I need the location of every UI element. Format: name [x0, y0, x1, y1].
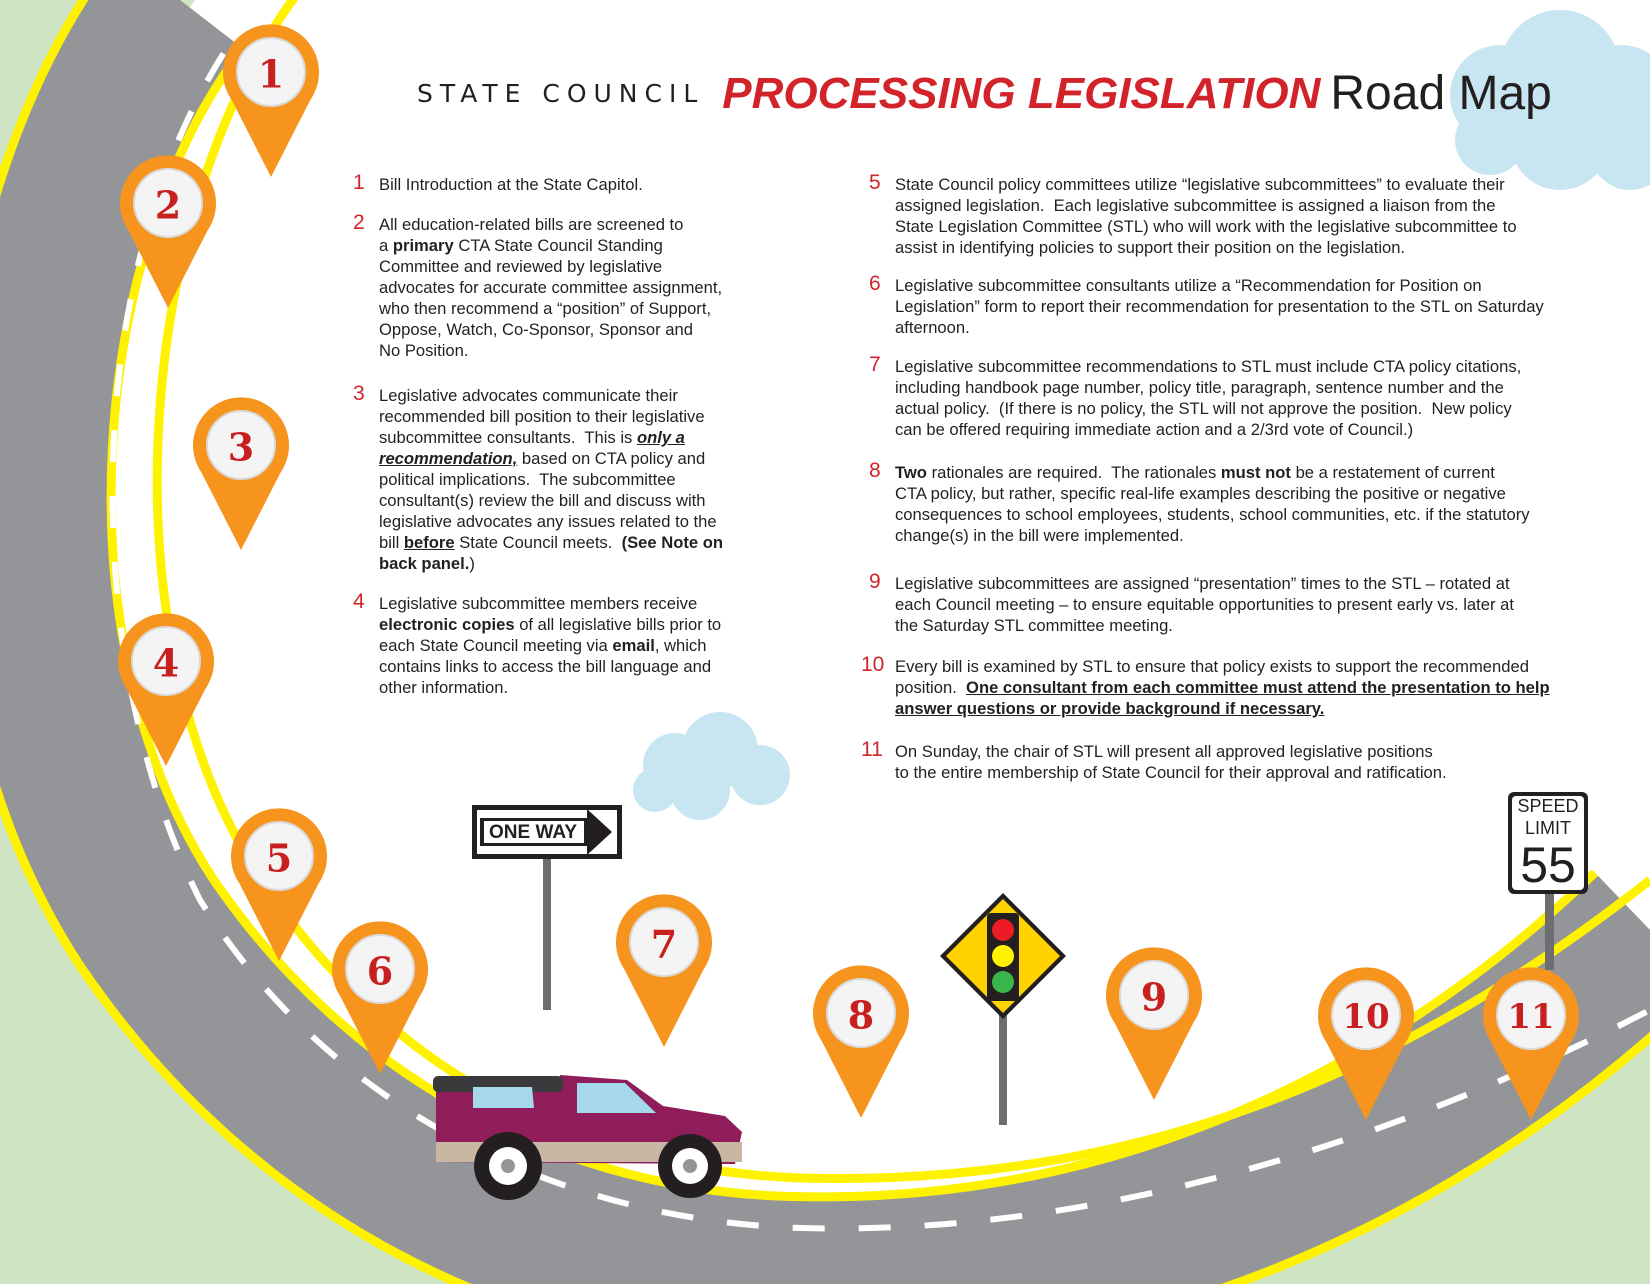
step-number: 10 — [861, 653, 885, 676]
map-pin-icon: 6 — [332, 921, 429, 1074]
step-number: 5 — [869, 171, 881, 194]
pin-number: 2 — [155, 183, 181, 228]
title-processing-legislation: PROCESSING LEGISLATION — [722, 68, 1321, 118]
car-icon — [433, 1075, 742, 1200]
step-number: 11 — [861, 738, 883, 761]
pin-number: 11 — [1507, 997, 1554, 1037]
pin-number: 7 — [651, 922, 677, 967]
map-pin-icon: 8 — [813, 965, 909, 1118]
title-state-council: STATE COUNCIL — [417, 79, 705, 108]
map-pin-icon: 5 — [231, 808, 327, 961]
step-text: Legislative subcommittee members receive… — [379, 594, 722, 697]
speed-limit-line2: LIMIT — [1525, 818, 1571, 838]
step-number: 9 — [869, 570, 881, 593]
step-number: 8 — [869, 459, 881, 482]
title-road-map: Road Map — [1330, 67, 1552, 120]
step-number: 7 — [869, 353, 881, 376]
step-text: Every bill is examined by STL to ensure … — [895, 657, 1550, 718]
map-pin-icon: 4 — [118, 613, 214, 766]
step-number: 3 — [353, 382, 365, 405]
cloud-icon — [1450, 10, 1650, 190]
map-pins: 1 2 3 4 5 6 7 8 9 10 11 — [118, 24, 1580, 1120]
step-text: Legislative subcommittee recommendations… — [895, 357, 1522, 439]
map-pin-icon: 2 — [120, 155, 216, 308]
pin-number: 4 — [153, 641, 179, 686]
speed-limit-sign-icon: SPEED LIMIT 55 — [1508, 792, 1588, 970]
step-text: On Sunday, the chair of STL will present… — [895, 742, 1447, 782]
map-pin-icon: 11 — [1483, 967, 1580, 1120]
map-pin-icon: 10 — [1318, 967, 1414, 1120]
cloud-icon — [633, 712, 790, 820]
pin-number: 8 — [848, 993, 874, 1038]
pin-number: 6 — [367, 949, 393, 994]
step-text: Legislative subcommittees are assigned “… — [895, 574, 1514, 635]
step-text: Legislative subcommittee consultants uti… — [895, 276, 1544, 337]
speed-limit-line1: SPEED — [1517, 796, 1578, 816]
traffic-light-sign-icon — [940, 893, 1066, 1125]
one-way-sign-icon: ONE WAY — [472, 805, 622, 1010]
speed-limit-value: 55 — [1520, 837, 1576, 893]
step-text: Bill Introduction at the State Capitol. — [379, 175, 643, 194]
pin-number: 10 — [1342, 997, 1389, 1037]
step-number: 4 — [353, 590, 365, 613]
pin-number: 1 — [258, 52, 284, 97]
step-text: Two rationales are required. The rationa… — [895, 463, 1530, 545]
map-pin-icon: 3 — [193, 397, 289, 550]
one-way-label: ONE WAY — [489, 822, 577, 843]
step-number: 1 — [353, 171, 365, 194]
map-pin-icon: 7 — [616, 894, 713, 1047]
pin-number: 5 — [266, 836, 292, 881]
step-text: State Council policy committees utilize … — [895, 175, 1517, 257]
map-pin-icon: 1 — [222, 24, 319, 177]
pin-number: 3 — [228, 425, 254, 470]
pin-number: 9 — [1141, 975, 1167, 1020]
step-text: All education-related bills are screened… — [379, 215, 723, 360]
map-pin-icon: 9 — [1106, 947, 1202, 1100]
step-number: 6 — [869, 272, 881, 295]
step-number: 2 — [353, 211, 365, 234]
